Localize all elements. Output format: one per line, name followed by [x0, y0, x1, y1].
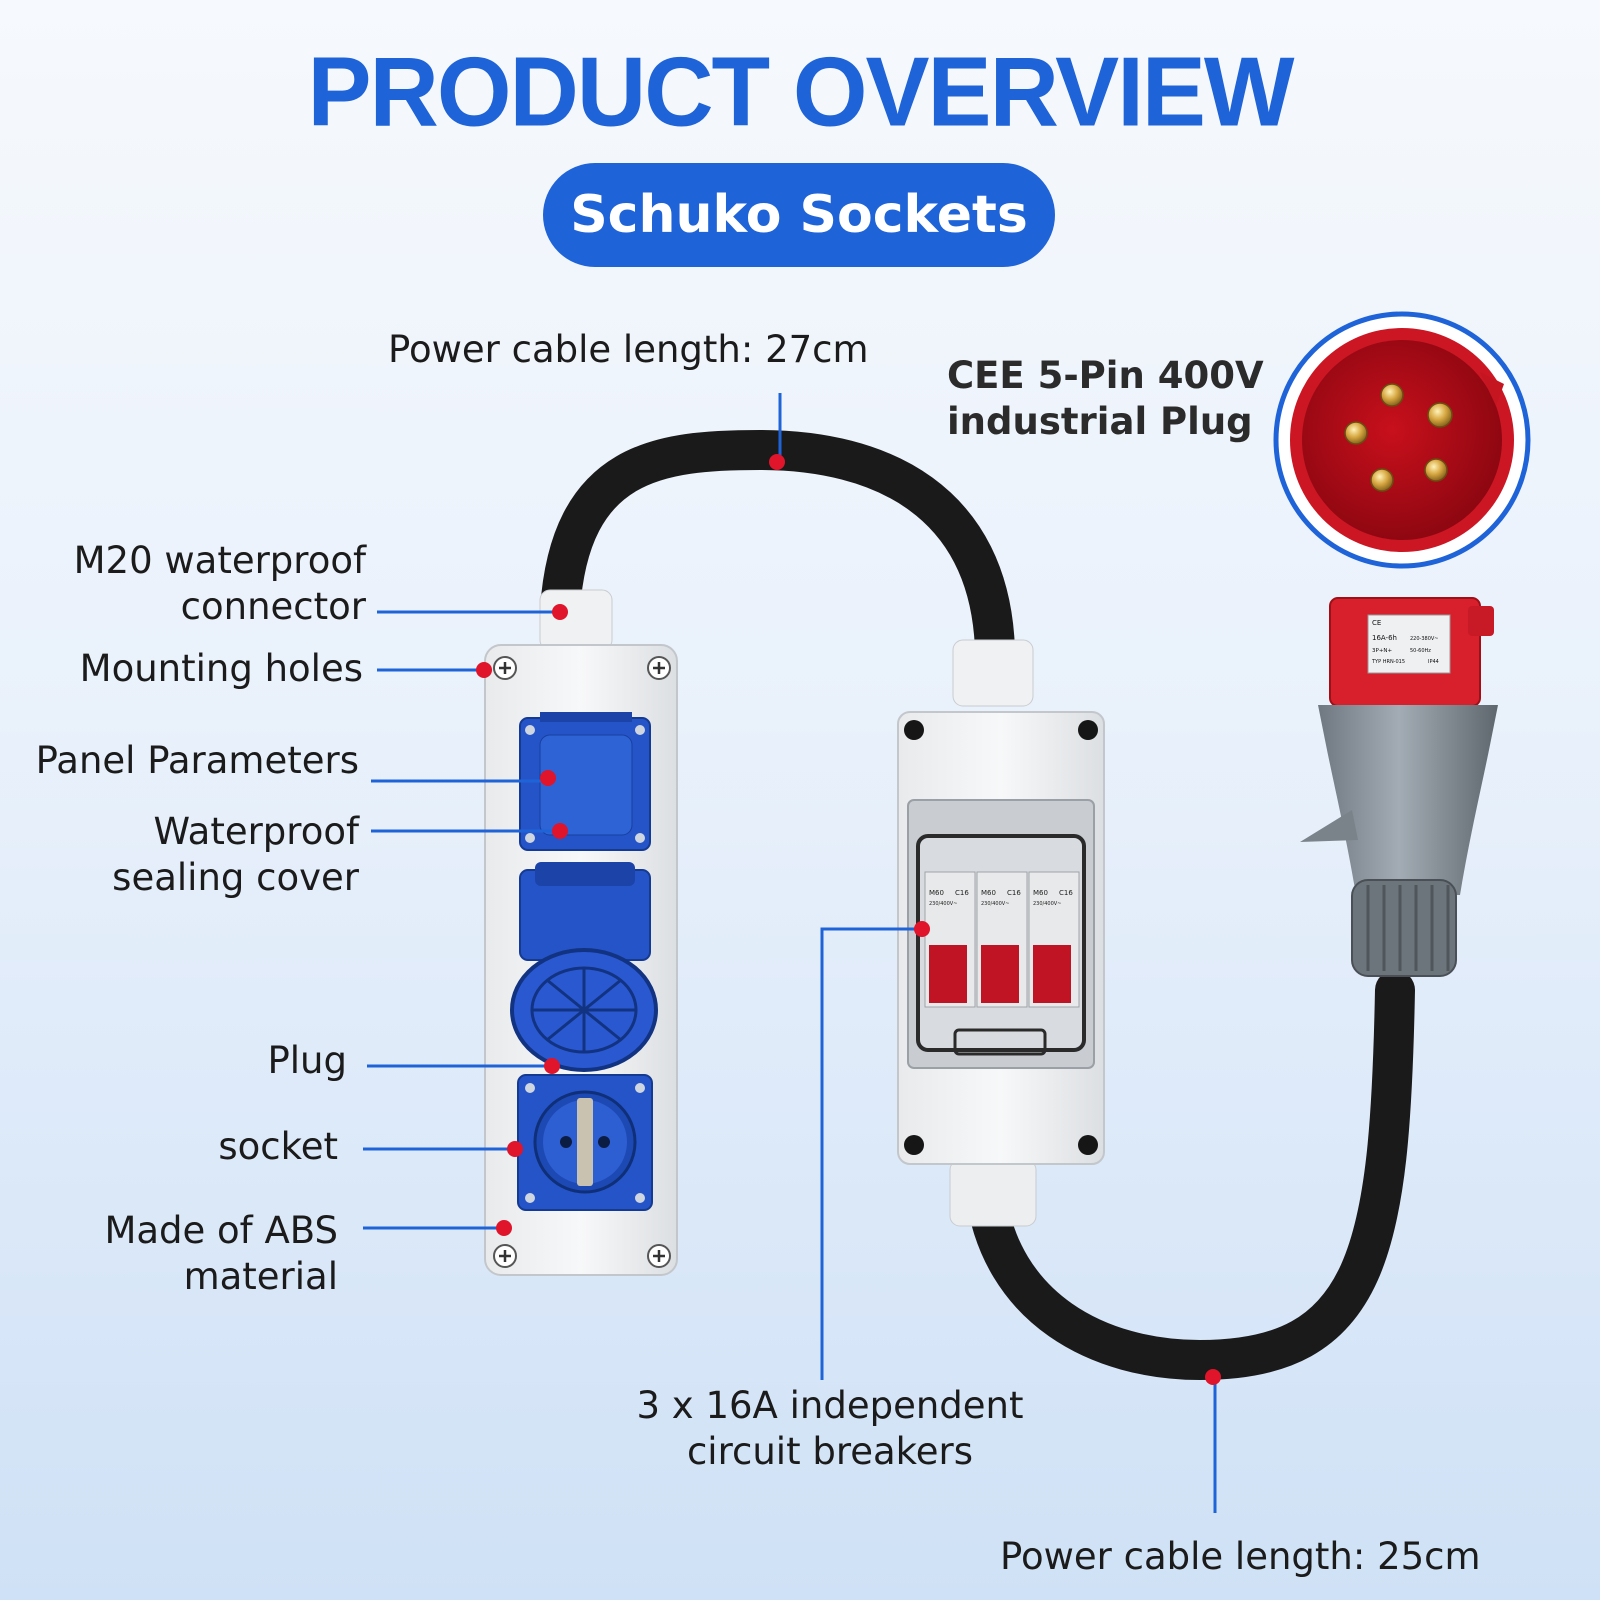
schuko-socket-exposed [517, 1074, 653, 1211]
callout-socket: socket [218, 1125, 338, 1168]
plug-marking: IP44 [1428, 659, 1439, 665]
bottom-cable [965, 970, 1415, 1381]
callout-plug-line2: industrial Plug [947, 400, 1253, 443]
leader-lines [363, 393, 1217, 1513]
callout-dots [476, 454, 1221, 1385]
plug-pin-icon [1344, 383, 1453, 492]
callout-m20-line2: connector [180, 585, 366, 628]
callout-m20-connector: M20 waterproof connector [74, 538, 366, 630]
circuit-breaker [924, 871, 976, 1008]
callout-waterproof-line2: sealing cover [112, 856, 359, 899]
subtitle-badge: Schuko Sockets [543, 163, 1055, 267]
callout-circuit-breakers: 3 x 16A independent circuit breakers [620, 1383, 1040, 1475]
breaker-box: M60 M60 M60 C16 C16 C16 230/400V~ 230/40… [897, 639, 1105, 1227]
callout-panel-parameters: Panel Parameters [35, 739, 359, 782]
breaker-marking: M60 [929, 889, 944, 897]
screw-icon [493, 656, 671, 1268]
callout-top-cable-length: Power cable length: 27cm [388, 328, 869, 371]
breaker-marking: C16 [1007, 889, 1021, 897]
breaker-marking: 230/400V~ [1033, 901, 1061, 907]
plug-marking: 3P+N+ [1372, 648, 1393, 654]
socket-box [484, 589, 678, 1276]
callout-waterproof-line1: Waterproof [153, 810, 359, 853]
callout-abs-line2: material [183, 1255, 338, 1298]
callout-mounting-holes: Mounting holes [79, 647, 363, 690]
plug-marking: 220-380V~ [1410, 636, 1439, 642]
circuit-breaker [1028, 871, 1080, 1008]
breaker-marking: M60 [1033, 889, 1048, 897]
callout-plug-line1: CEE 5-Pin 400V [947, 354, 1264, 397]
plug-marking: CE [1372, 619, 1381, 627]
callout-bottom-cable-length: Power cable length: 25cm [1000, 1535, 1481, 1578]
callout-breakers-line2: circuit breakers [686, 1430, 974, 1473]
subtitle-text: Schuko Sockets [570, 185, 1028, 245]
breaker-marking: C16 [955, 889, 969, 897]
breaker-marking: M60 [981, 889, 996, 897]
plug-marking: 16A-6h [1372, 634, 1397, 642]
cee-plug: CE 16A-6h 3P+N+ TYP HRN-015 220-380V~ 50… [1300, 597, 1498, 977]
schuko-socket-closed [519, 712, 651, 851]
callout-waterproof-cover: Waterproof sealing cover [112, 809, 359, 901]
plug-marking: 50-60Hz [1410, 648, 1431, 654]
page-title: PRODUCT OVERVIEW [307, 37, 1295, 148]
callout-m20-line1: M20 waterproof [73, 539, 366, 582]
breaker-marking: 230/400V~ [929, 901, 957, 907]
plug-face-inset [1273, 311, 1531, 569]
top-cable [540, 429, 1015, 670]
callout-plug-title: CEE 5-Pin 400V industrial Plug [947, 353, 1264, 445]
callout-abs-material: Made of ABS material [104, 1208, 338, 1300]
callout-plug: Plug [267, 1039, 347, 1082]
breaker-marking: 230/400V~ [981, 901, 1009, 907]
callout-breakers-line1: 3 x 16A independent [636, 1384, 1024, 1427]
schuko-socket-open-cover [510, 862, 658, 1072]
breaker-marking: C16 [1059, 889, 1073, 897]
plug-marking: TYP HRN-015 [1371, 659, 1405, 665]
callout-abs-line1: Made of ABS [104, 1209, 338, 1252]
circuit-breaker [976, 871, 1028, 1008]
